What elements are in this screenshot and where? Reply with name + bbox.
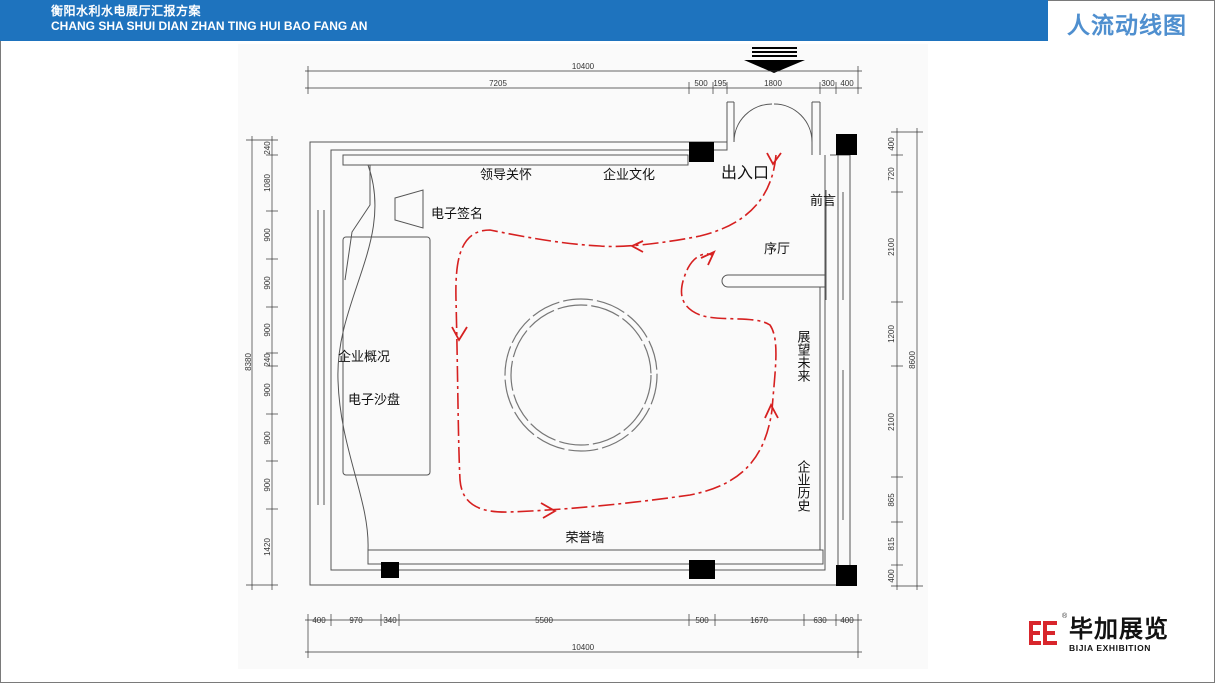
dim-bottom-seg: 1670: [750, 616, 768, 625]
brand-reg-mark: ®: [1062, 613, 1068, 620]
columns: [381, 134, 857, 586]
dim-left-seg: 900: [263, 478, 272, 492]
dim-left-seg: 900: [263, 383, 272, 397]
dim-right-seg: 865: [887, 493, 896, 507]
lobby-partition: [721, 274, 825, 288]
curved-wall: [337, 164, 376, 551]
label-entrance: 出入口: [721, 164, 769, 182]
dim-left-seg: 900: [263, 276, 272, 290]
brand-logo: ® 毕加展览 BIJIA EXHIBITION: [1027, 613, 1177, 654]
flow-arrow-icon: [540, 502, 557, 519]
label-honor-wall: 荣誉墙: [565, 530, 604, 545]
center-platform: [504, 298, 658, 452]
dim-left-overall: 8380: [244, 353, 253, 371]
header-title-en: CHANG SHA SHUI DIAN ZHAN TING HUI BAO FA…: [51, 19, 368, 33]
dim-top-seg: 1800: [764, 79, 782, 88]
column: [836, 565, 857, 586]
entrance-arrow-icon: [744, 47, 805, 73]
e-signature-stand: [394, 189, 424, 229]
honor-wall-strip: [367, 549, 824, 565]
dim-right-seg: 400: [887, 137, 896, 151]
dimension-lines: [246, 66, 923, 658]
dim-right-seg: 400: [887, 569, 896, 583]
label-leadership-care: 领导关怀: [480, 167, 532, 182]
dim-bottom-seg: 400: [840, 616, 854, 625]
dim-left-seg: 1420: [263, 538, 272, 556]
door-swing-right: [773, 103, 813, 143]
door-swing-left: [733, 103, 773, 143]
dim-top-seg: 500: [694, 79, 708, 88]
label-e-signature: 电子签名: [431, 206, 483, 221]
label-future-outlook: 展望未来: [796, 330, 811, 382]
dim-bottom-seg: 500: [695, 616, 709, 625]
inner-wall: [330, 132, 826, 571]
dim-left-seg: 1080: [263, 174, 272, 192]
label-corporate-culture: 企业文化: [603, 167, 655, 182]
dim-bottom-seg: 5500: [535, 616, 553, 625]
dim-right-seg: 1200: [887, 325, 896, 343]
brand-mark-icon: [1027, 617, 1059, 649]
room-labels: 出入口 前言 序厅 领导关怀 企业文化 电子签名 企业概况 电子沙盘 荣誉墙 展…: [338, 164, 836, 545]
flow-arrow-icon: [766, 152, 782, 166]
dim-right-seg: 815: [887, 537, 896, 551]
label-e-sandtable: 电子沙盘: [348, 392, 400, 407]
dim-top-seg: 300: [821, 79, 835, 88]
plan-background: [238, 44, 928, 669]
top-display-strip: [342, 154, 689, 166]
flow-arrow-icon: [700, 250, 716, 266]
column: [381, 562, 399, 578]
sand-table: [342, 236, 431, 476]
dim-top-seg: 7205: [489, 79, 507, 88]
dim-left-seg: 900: [263, 228, 272, 242]
brand-name-en: BIJIA EXHIBITION: [1069, 643, 1152, 653]
dim-top-overall: 10400: [572, 62, 595, 71]
column: [689, 560, 715, 579]
dim-bottom-seg: 400: [312, 616, 326, 625]
flow-arrow-icon: [629, 240, 644, 253]
label-foreword: 前言: [810, 193, 836, 208]
walls: [309, 101, 851, 586]
column: [836, 134, 857, 155]
dim-bottom-seg: 970: [349, 616, 363, 625]
column: [689, 142, 714, 162]
dim-top-seg: 400: [840, 79, 854, 88]
header-bar: 衡阳水利水电展厅汇报方案 CHANG SHA SHUI DIAN ZHAN TI…: [0, 0, 1048, 41]
dim-right-seg: 2100: [887, 238, 896, 256]
dim-left-seg: 240: [263, 353, 272, 367]
dim-right-seg: 720: [887, 167, 896, 181]
label-company-history: 企业历史: [796, 459, 811, 513]
label-company-overview: 企业概况: [338, 349, 390, 364]
dimension-labels: 10400 7205 500 195 1800 300 400 400 970 …: [244, 62, 917, 652]
dim-right-overall: 8600: [908, 351, 917, 369]
dim-left-seg: 240: [263, 141, 272, 155]
dim-top-seg: 195: [713, 79, 727, 88]
dim-bottom-overall: 10400: [572, 643, 595, 652]
flow-arrow-icon: [451, 326, 468, 342]
dim-bottom-seg: 340: [383, 616, 397, 625]
label-lobby: 序厅: [764, 241, 790, 256]
dim-left-seg: 900: [263, 431, 272, 445]
visitor-flow-path: [455, 154, 777, 513]
flow-arrows: [451, 152, 782, 519]
section-title: 人流动线图: [1067, 12, 1187, 38]
dim-right-seg: 2100: [887, 413, 896, 431]
header-title-cn: 衡阳水利水电展厅汇报方案: [51, 4, 202, 18]
brand-name-cn: 毕加展览: [1069, 616, 1169, 643]
dim-left-seg: 900: [263, 323, 272, 337]
flow-arrow-icon: [764, 402, 779, 419]
dim-bottom-seg: 630: [813, 616, 827, 625]
